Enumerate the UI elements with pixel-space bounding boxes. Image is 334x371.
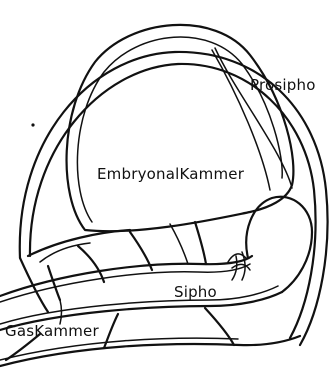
stray-dot xyxy=(31,123,34,126)
label-embryonalkammer: EmbryonalKammer xyxy=(97,165,245,183)
label-gaskammer: GasKammer xyxy=(5,322,99,340)
label-sipho: Sipho xyxy=(174,283,217,301)
embryonal-chamber-wall xyxy=(67,25,294,231)
label-prosipho: Prosipho xyxy=(250,76,316,94)
gas-chamber-walls xyxy=(0,230,300,366)
caecum xyxy=(246,197,312,292)
sipho-tube xyxy=(0,256,282,330)
